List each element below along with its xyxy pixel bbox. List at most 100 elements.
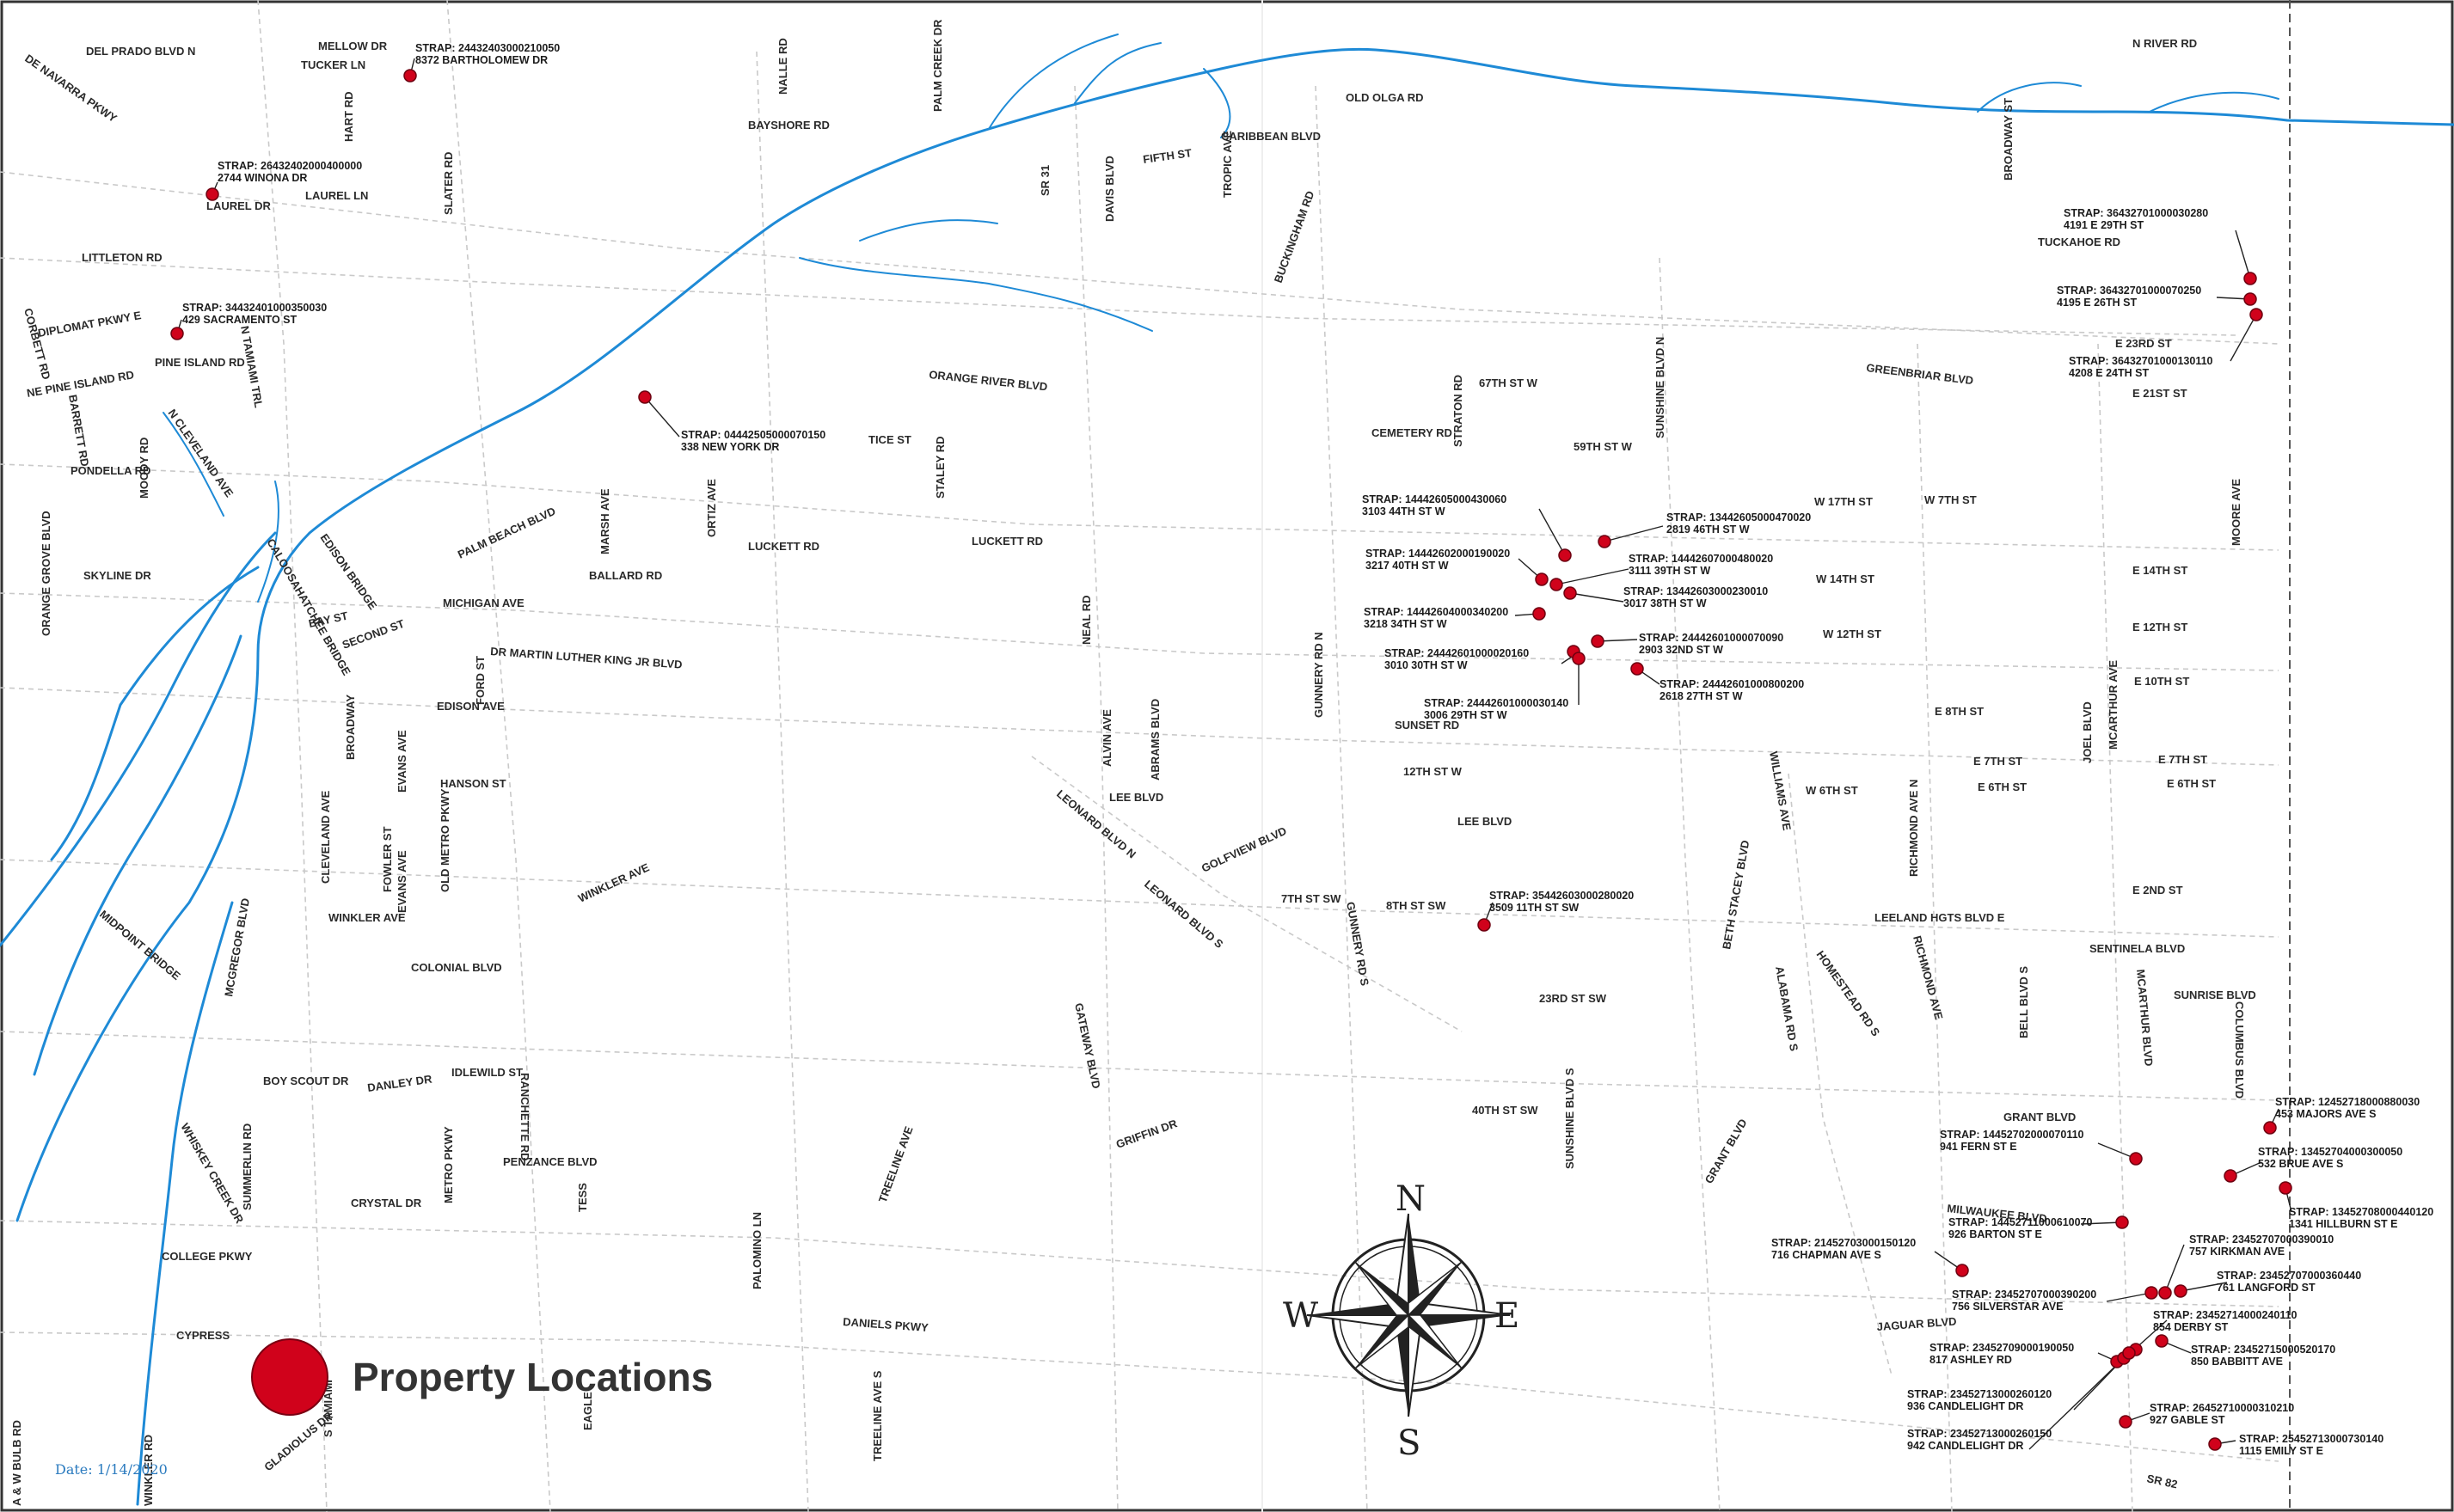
- property-marker[interactable]: [1591, 634, 1604, 648]
- compass-rose: N S E W: [1283, 1179, 1519, 1463]
- property-marker[interactable]: [1532, 607, 1546, 621]
- property-marker[interactable]: [2224, 1169, 2237, 1183]
- property-marker[interactable]: [2243, 292, 2257, 306]
- property-strap: STRAP: 23452707000390200: [1952, 1289, 2096, 1301]
- property-marker[interactable]: [206, 187, 219, 201]
- property-marker[interactable]: [1598, 535, 1611, 548]
- property-marker[interactable]: [1535, 572, 1549, 586]
- property-marker[interactable]: [2174, 1284, 2187, 1298]
- street-label: W 17TH ST: [1814, 495, 1873, 508]
- property-marker[interactable]: [1563, 586, 1577, 600]
- street-label: SUNSHINE BLVD N: [1653, 337, 1666, 438]
- street-label: METRO PKWY: [442, 1126, 455, 1203]
- street-label: EDISON AVE: [437, 700, 505, 713]
- property-marker[interactable]: [1955, 1264, 1969, 1277]
- property-marker[interactable]: [2122, 1346, 2136, 1360]
- property-address: 716 CHAPMAN AVE S: [1771, 1249, 1881, 1261]
- map-date: Date: 1/14/2020: [55, 1461, 168, 1478]
- property-marker[interactable]: [2158, 1286, 2172, 1300]
- property-strap: STRAP: 14442605000430060: [1362, 493, 1506, 505]
- property-marker[interactable]: [2208, 1437, 2222, 1451]
- street-label: ALVIN AVE: [1101, 709, 1114, 767]
- property-marker[interactable]: [1630, 662, 1644, 676]
- property-marker[interactable]: [170, 327, 184, 340]
- property-marker[interactable]: [638, 390, 652, 404]
- property-address: 453 MAJORS AVE S: [2275, 1108, 2376, 1120]
- street-label: GUNNERY RD N: [1312, 632, 1325, 718]
- property-marker[interactable]: [2119, 1415, 2132, 1429]
- map-legend: Property Locations: [251, 1338, 713, 1416]
- street-label: CYPRESS: [176, 1329, 230, 1342]
- property-strap: STRAP: 36432701000130110: [2069, 355, 2213, 367]
- property-address: 3103 44TH ST W: [1362, 505, 1445, 517]
- property-marker[interactable]: [2129, 1152, 2143, 1166]
- property-marker[interactable]: [2279, 1181, 2292, 1195]
- street-label: 23RD ST SW: [1539, 992, 1607, 1005]
- street-label: EAGLE: [581, 1392, 594, 1430]
- legend-label: Property Locations: [353, 1355, 713, 1399]
- property-strap: STRAP: 04442505000070150: [681, 429, 825, 441]
- street-label: 59TH ST W: [1574, 440, 1633, 453]
- property-marker[interactable]: [1572, 652, 1586, 665]
- property-marker[interactable]: [2144, 1286, 2158, 1300]
- street-label: PENZANCE BLVD: [503, 1155, 598, 1168]
- property-marker[interactable]: [1477, 918, 1491, 932]
- property-address: 817 ASHLEY RD: [1929, 1354, 2012, 1366]
- street-label: 67TH ST W: [1479, 376, 1538, 389]
- street-label: IDLEWILD ST: [451, 1066, 523, 1079]
- property-strap: STRAP: 14452711000610070: [1948, 1216, 2093, 1228]
- street-label: SUNRISE BLVD: [2174, 989, 2256, 1001]
- property-marker[interactable]: [2249, 308, 2263, 321]
- property-address: 3017 38TH ST W: [1623, 597, 1707, 609]
- property-marker[interactable]: [1558, 548, 1572, 562]
- property-marker[interactable]: [2243, 272, 2257, 285]
- property-markers: [170, 69, 2292, 1451]
- property-marker[interactable]: [2155, 1334, 2169, 1348]
- street-label: SENTINELA BLVD: [2089, 942, 2185, 955]
- property-marker[interactable]: [2115, 1215, 2129, 1229]
- property-marker[interactable]: [2263, 1121, 2277, 1135]
- property-address: 3218 34TH ST W: [1364, 618, 1447, 630]
- property-marker[interactable]: [1549, 578, 1563, 591]
- property-address: 3111 39TH ST W: [1629, 565, 1710, 577]
- property-strap: STRAP: 23452713000260150: [1907, 1428, 2052, 1440]
- property-marker[interactable]: [403, 69, 417, 83]
- property-address: 2903 32ND ST W: [1639, 644, 1723, 656]
- street-label: E 2ND ST: [2132, 884, 2183, 897]
